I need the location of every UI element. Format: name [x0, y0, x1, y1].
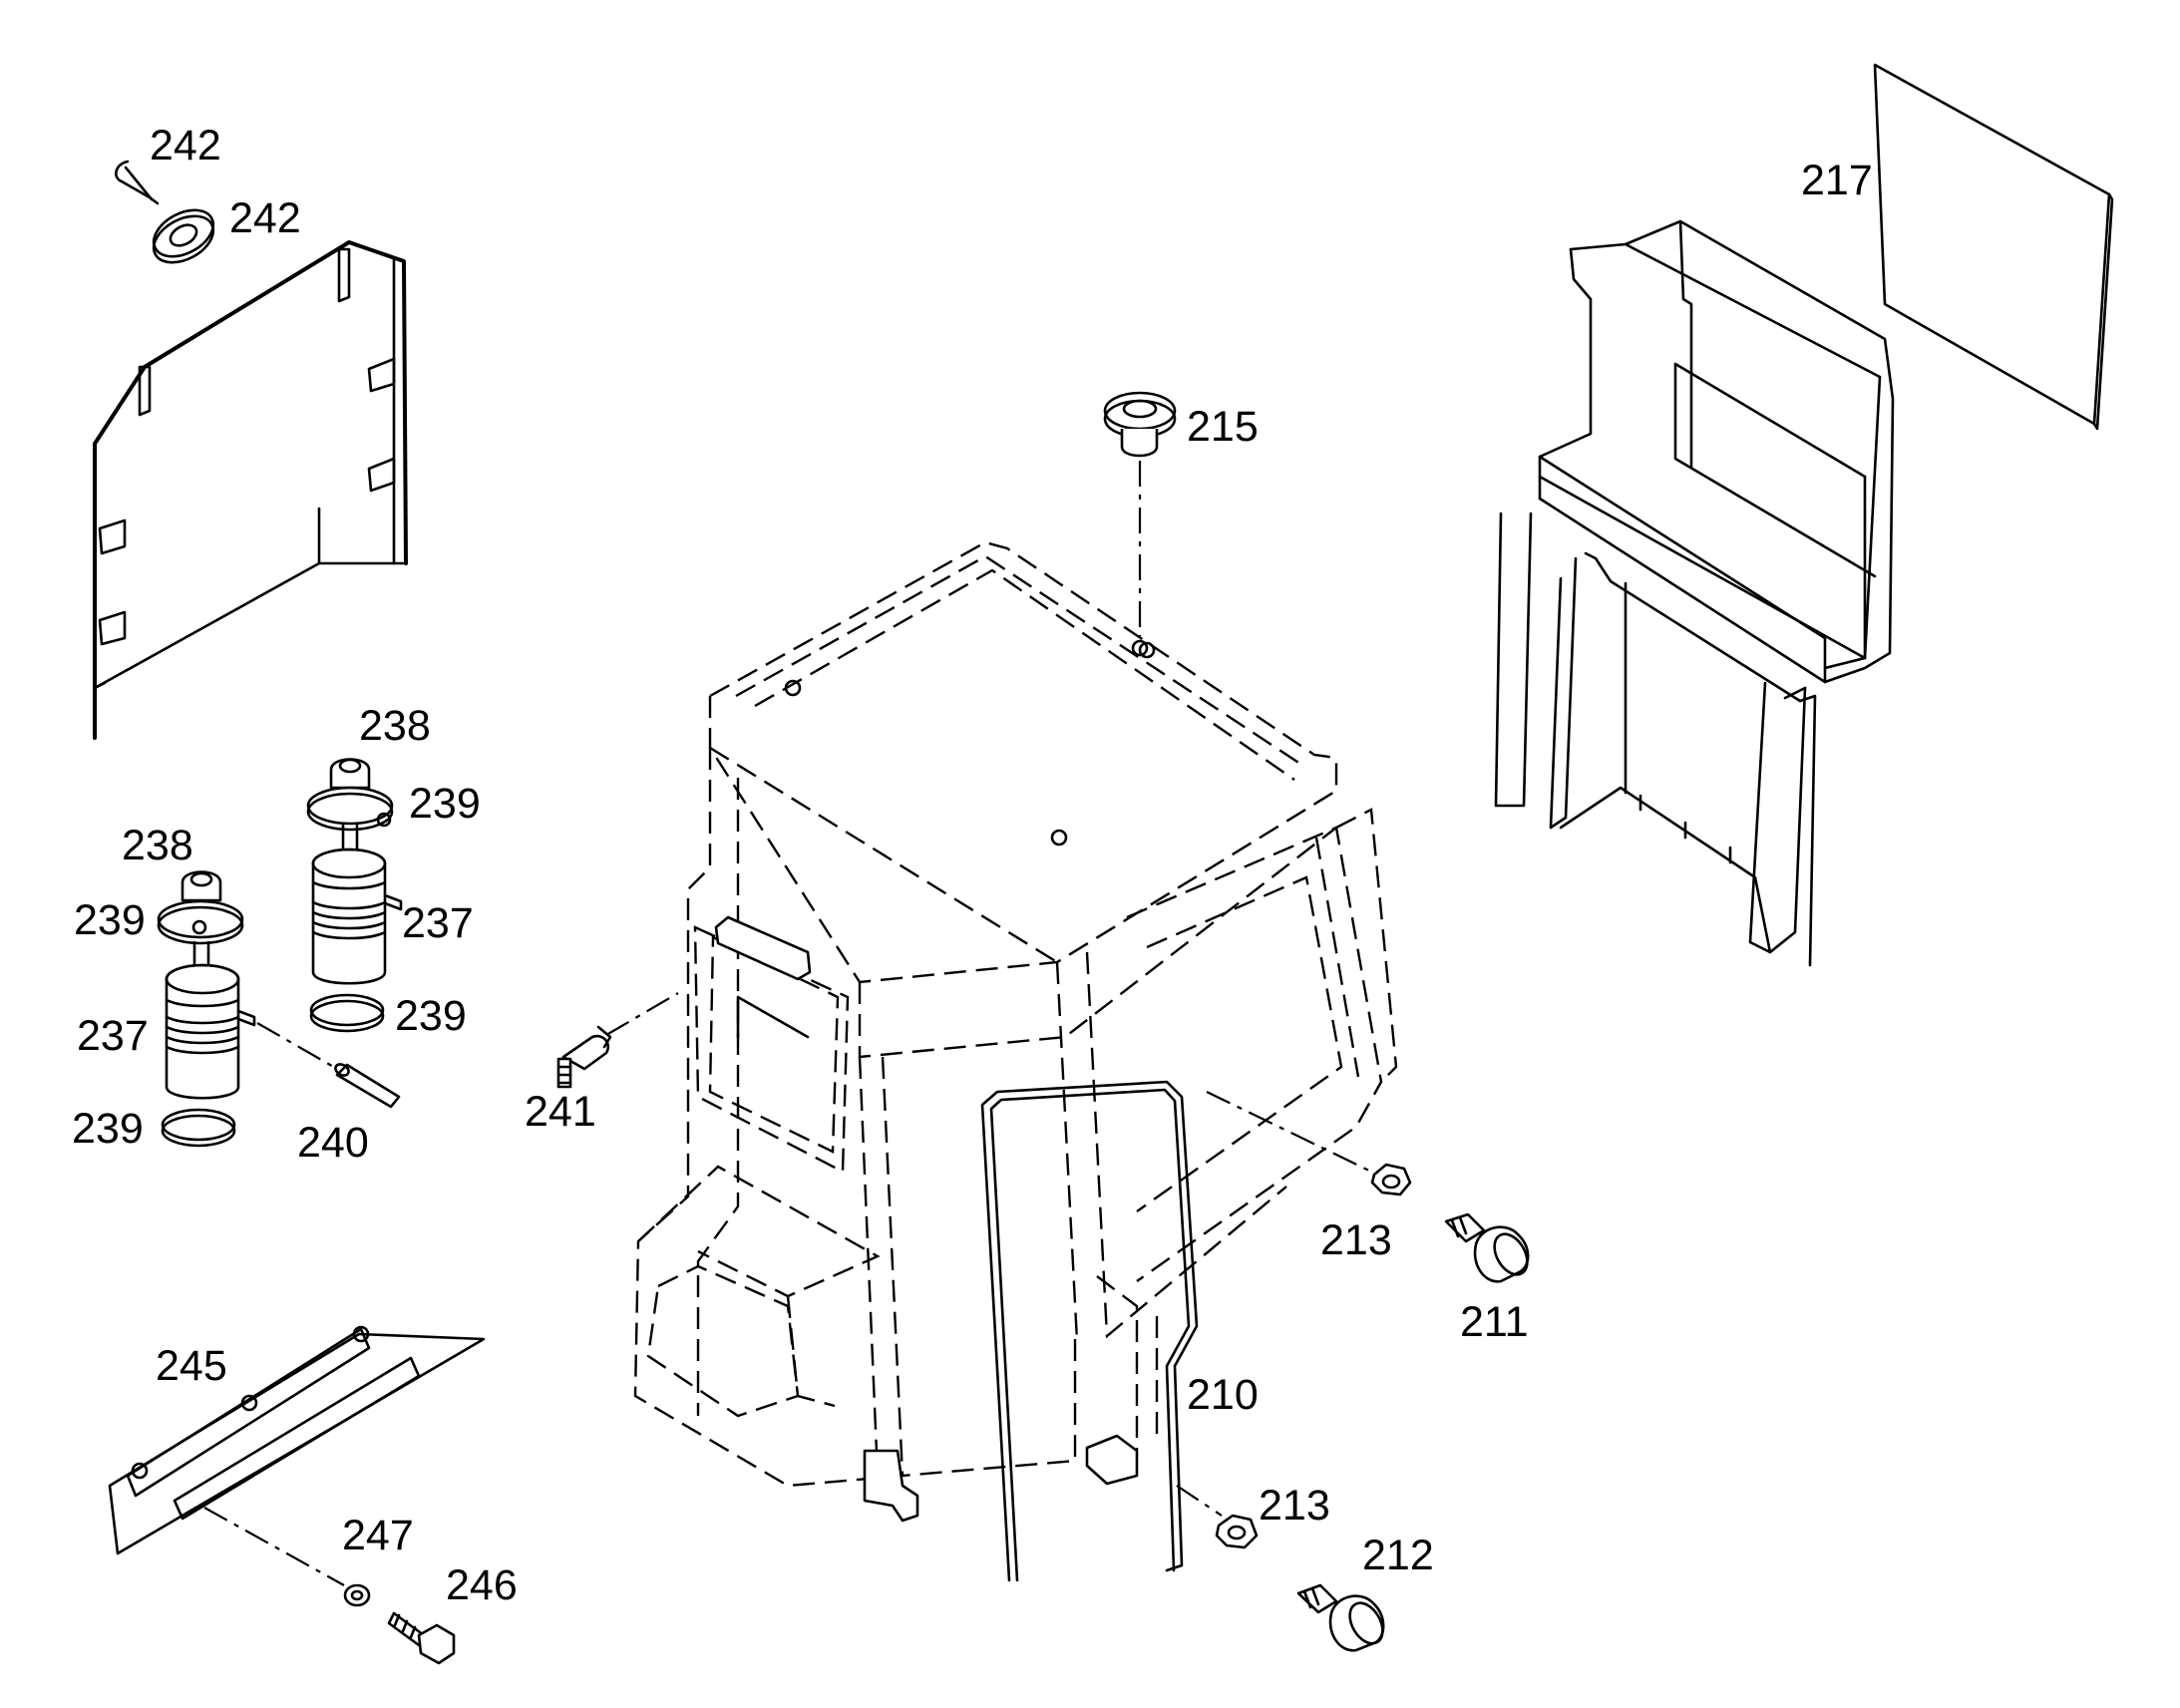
part-labels: 242 242 238 239 238 239 237 237 239 239 … [72, 122, 1873, 1609]
part-240-hose [256, 1022, 401, 1109]
side-panel [93, 240, 408, 740]
label-215: 215 [1187, 403, 1259, 451]
label-239-upper-clamp: 239 [395, 992, 467, 1040]
label-238-lower: 238 [122, 822, 193, 869]
part-215-grommet [1103, 391, 1177, 657]
part-212-knob [1296, 1583, 1385, 1652]
part-210-handrail [980, 1080, 1199, 1582]
label-238-upper: 238 [359, 702, 431, 750]
part-211-knob [1444, 1212, 1530, 1283]
part-241-elbow-fitting [556, 992, 679, 1089]
label-212: 212 [1362, 1532, 1434, 1579]
label-246: 246 [446, 1561, 518, 1609]
part-242-clip [115, 160, 160, 205]
canister-assembly-upper [306, 758, 403, 1033]
rear-enclosure [1494, 219, 1895, 967]
label-237-upper: 237 [402, 899, 474, 947]
label-217: 217 [1801, 157, 1873, 204]
label-210: 210 [1187, 1371, 1259, 1419]
label-239-lower-clamp: 239 [72, 1105, 144, 1153]
part-213-nut-upper [1206, 1091, 1412, 1196]
label-242-clip: 242 [150, 122, 221, 170]
part-245-floor-plate [108, 1325, 486, 1555]
cab-frame [633, 540, 1398, 1523]
canister-assembly-lower [157, 870, 256, 1148]
label-242-grommet: 242 [229, 194, 301, 242]
label-239-upper-cap: 239 [409, 780, 481, 828]
part-217-back-panel [1873, 63, 2114, 431]
label-241: 241 [525, 1088, 596, 1136]
part-247-washer [203, 1507, 371, 1607]
label-247: 247 [342, 1512, 414, 1559]
label-211: 211 [1460, 1298, 1529, 1346]
label-213-upper: 213 [1320, 1216, 1392, 1264]
part-242-grommet [152, 208, 215, 264]
part-246-bolt [387, 1611, 456, 1665]
label-245: 245 [156, 1342, 227, 1390]
part-213-nut-lower [1176, 1485, 1259, 1549]
label-240: 240 [297, 1119, 369, 1167]
label-237-lower: 237 [77, 1012, 149, 1060]
label-213-lower: 213 [1259, 1482, 1330, 1530]
label-239-lower-cap: 239 [74, 896, 146, 944]
